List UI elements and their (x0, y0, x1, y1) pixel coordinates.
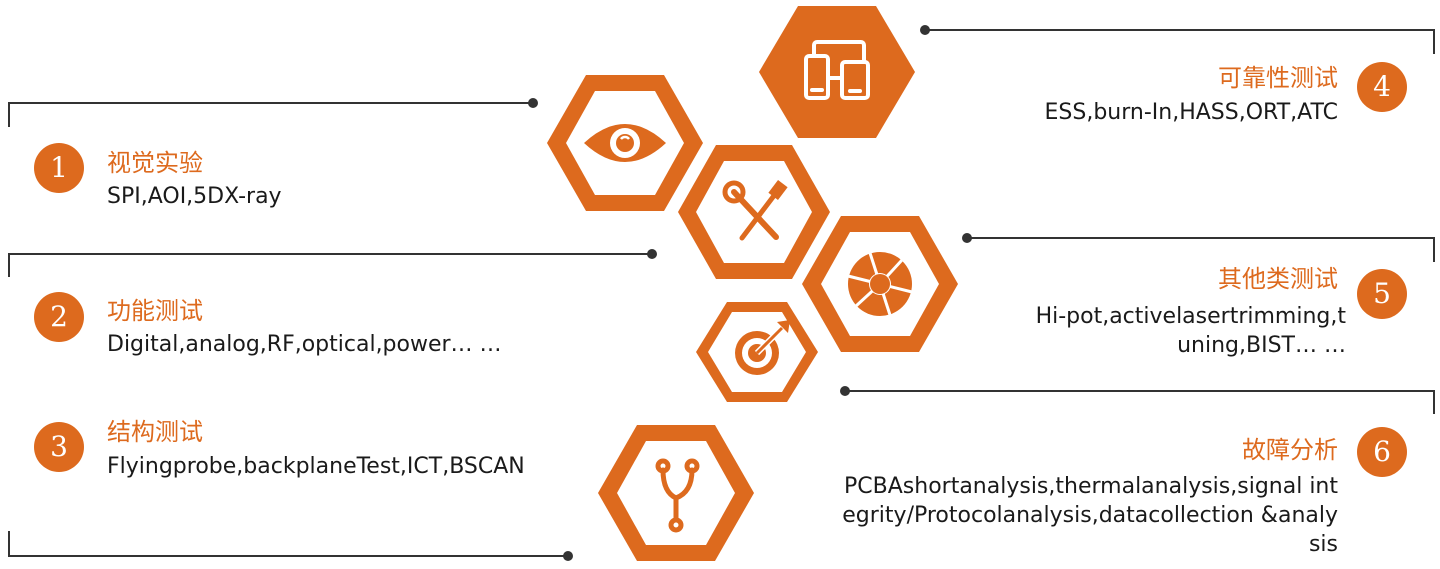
step-number-4: 4 (1357, 62, 1407, 112)
branch-icon (655, 458, 700, 533)
item-5-title: 其他类测试 (1218, 265, 1338, 293)
item-6-desc: PCBAshortanalysis,thermalanalysis,signal… (842, 474, 1338, 557)
item-1-title: 视觉实验 (107, 149, 203, 177)
hexagon-devices (759, 6, 915, 138)
item-3-title: 结构测试 (107, 418, 203, 446)
connector-1 (8, 102, 533, 127)
step-number-6: 6 (1357, 427, 1407, 477)
connector-4-dot (920, 25, 930, 35)
connector-4 (925, 29, 1435, 54)
connector-6-dot (840, 386, 850, 396)
hexagon-eye (547, 75, 703, 211)
hexagon-branch (598, 425, 754, 561)
connector-2-dot (647, 249, 657, 259)
tools-icon (722, 180, 788, 241)
connector-5 (967, 237, 1435, 262)
hexagon-aperture (802, 216, 958, 352)
item-2-desc: Digital,analog,RF,optical,power… … (107, 332, 502, 357)
eye-icon (584, 124, 666, 162)
aperture-icon (847, 252, 913, 316)
step-number-3: 3 (34, 422, 84, 472)
item-4-title: 可靠性测试 (1218, 64, 1338, 92)
connector-3-dot (563, 551, 573, 561)
hexagon-target (696, 302, 818, 402)
target-icon (735, 320, 790, 375)
step-number-5: 5 (1357, 269, 1407, 319)
connector-2 (8, 253, 652, 277)
connector-1-dot (528, 98, 538, 108)
item-5-desc: Hi-pot,activelasertrimming,tuning,BIST… … (1035, 304, 1346, 358)
connector-6 (845, 390, 1435, 414)
item-3-desc: Flyingprobe,backplaneTest,ICT,BSCAN (107, 454, 525, 479)
connector-lines (8, 25, 1435, 561)
item-6-title: 故障分析 (1242, 436, 1338, 464)
item-4-desc: ESS,burn-In,HASS,ORT,ATC (1044, 100, 1339, 125)
step-number-2: 2 (34, 292, 84, 342)
hexagon-tools (678, 145, 830, 279)
connector-5-dot (962, 233, 972, 243)
item-1-desc: SPI,AOI,5DX-ray (107, 184, 282, 209)
step-number-1: 1 (34, 143, 84, 193)
devices-icon (804, 40, 870, 100)
item-2-title: 功能测试 (107, 297, 203, 325)
connector-3 (8, 531, 568, 557)
